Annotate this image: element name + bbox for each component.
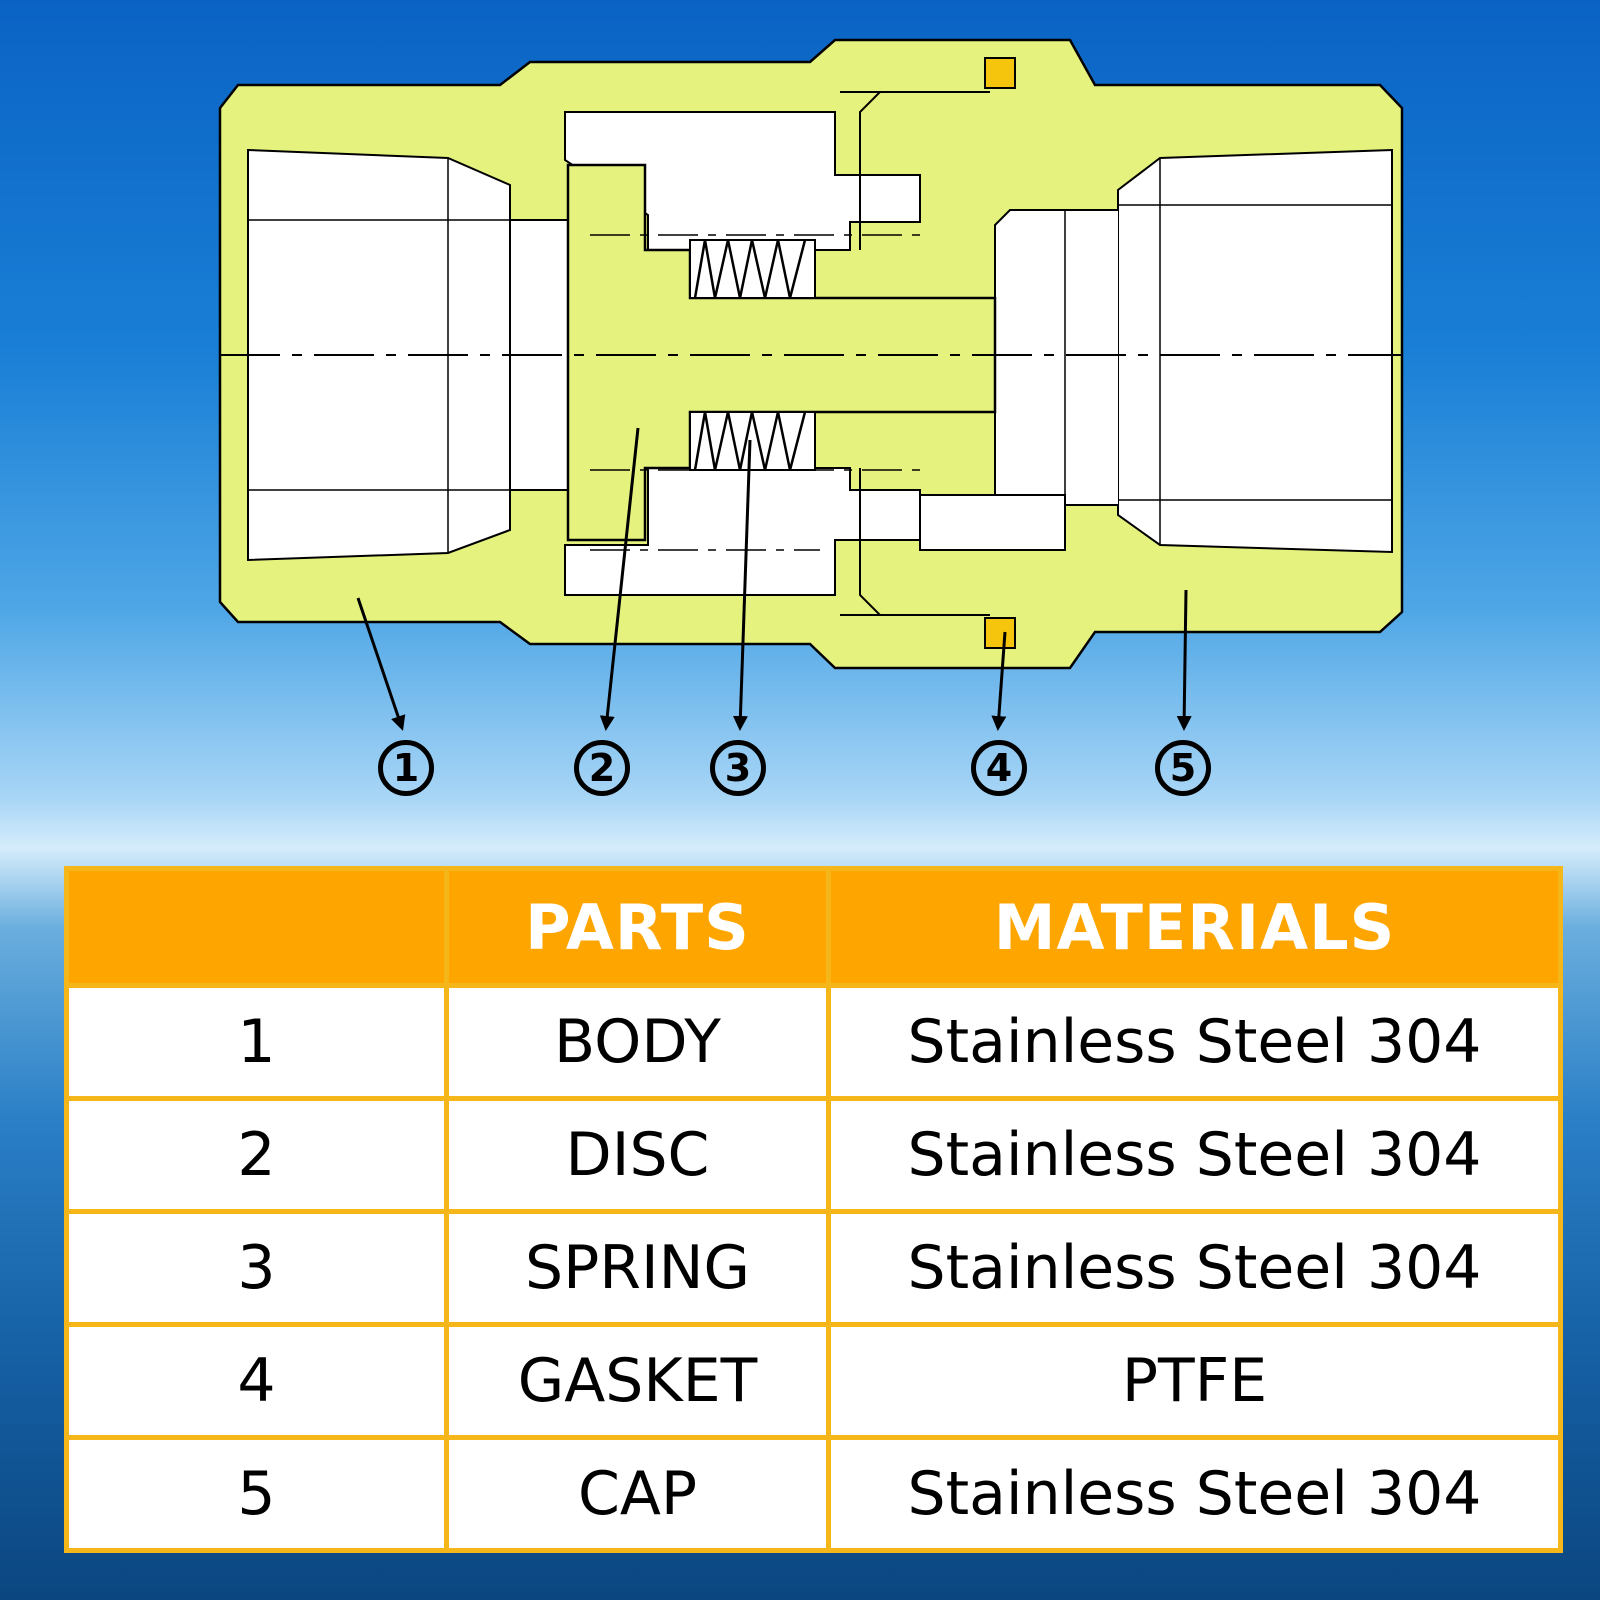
cell-part: DISC bbox=[444, 1096, 831, 1214]
lower-chamber bbox=[564, 467, 921, 596]
cell-material: Stainless Steel 304 bbox=[826, 1435, 1563, 1553]
cell-number: 5 bbox=[64, 1435, 449, 1553]
check-valve-cross-section bbox=[218, 38, 1404, 731]
header-materials: MATERIALS bbox=[826, 866, 1563, 988]
cell-material: Stainless Steel 304 bbox=[826, 1096, 1563, 1214]
cell-material: PTFE bbox=[826, 1322, 1563, 1440]
callout-3: 3 bbox=[710, 740, 766, 796]
table-row: 2 DISC Stainless Steel 304 bbox=[64, 1096, 1563, 1214]
spring bbox=[693, 239, 807, 471]
table-row: 3 SPRING Stainless Steel 304 bbox=[64, 1209, 1563, 1327]
gasket-bottom bbox=[984, 617, 1016, 649]
leader-3 bbox=[732, 439, 752, 731]
cell-number: 3 bbox=[64, 1209, 449, 1327]
callout-2: 2 bbox=[574, 740, 630, 796]
table-row: 1 BODY Stainless Steel 304 bbox=[64, 983, 1563, 1101]
leader-4 bbox=[991, 631, 1007, 731]
cell-material: Stainless Steel 304 bbox=[826, 983, 1563, 1101]
cell-number: 1 bbox=[64, 983, 449, 1101]
disc bbox=[566, 163, 997, 542]
callout-5: 5 bbox=[1155, 740, 1211, 796]
callout-4: 4 bbox=[971, 740, 1027, 796]
cell-part: SPRING bbox=[444, 1209, 831, 1327]
leader-5 bbox=[1176, 589, 1192, 731]
right-port-bore bbox=[1117, 148, 1393, 554]
leader-1 bbox=[356, 597, 406, 731]
left-port-bore bbox=[247, 148, 511, 562]
cell-part: CAP bbox=[444, 1435, 831, 1553]
table-row: 5 CAP Stainless Steel 304 bbox=[64, 1435, 1563, 1553]
header-number bbox=[64, 866, 449, 988]
cell-material: Stainless Steel 304 bbox=[826, 1209, 1563, 1327]
table-header-row: PARTS MATERIALS bbox=[64, 866, 1563, 988]
leader-2 bbox=[599, 427, 640, 731]
cell-part: BODY bbox=[444, 983, 831, 1101]
table-row: 4 GASKET PTFE bbox=[64, 1322, 1563, 1440]
parts-materials-table: PARTS MATERIALS 1 BODY Stainless Steel 3… bbox=[64, 866, 1563, 1553]
cell-number: 4 bbox=[64, 1322, 449, 1440]
cell-part: GASKET bbox=[444, 1322, 831, 1440]
header-parts: PARTS bbox=[444, 866, 831, 988]
gasket-top bbox=[984, 57, 1016, 89]
callout-1: 1 bbox=[378, 740, 434, 796]
cell-number: 2 bbox=[64, 1096, 449, 1214]
